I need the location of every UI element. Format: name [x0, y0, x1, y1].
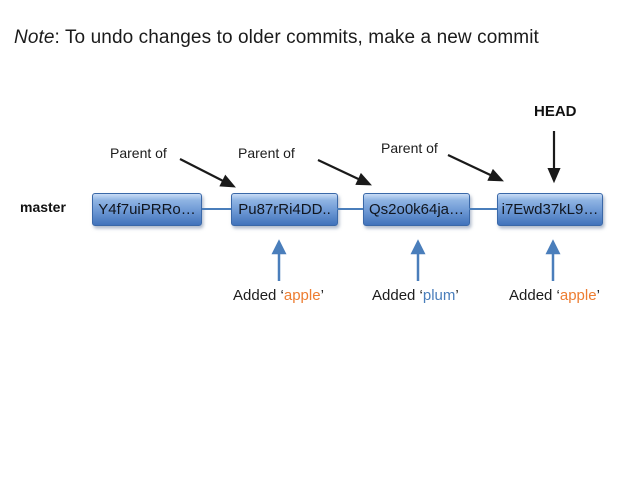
added-label-3-word: apple — [559, 287, 597, 304]
added-label-1-prefix: Added ‘ — [233, 287, 284, 304]
title-note-word: Note — [14, 27, 55, 48]
commit-hash-3: Qs2o0k64ja… — [368, 201, 465, 218]
head-label: HEAD — [534, 103, 577, 120]
added-label-2-word: plum — [422, 287, 456, 304]
branch-label-master: master — [20, 199, 66, 215]
parent-arrow-3 — [447, 154, 504, 182]
commit-hash-4: i7Ewd37kL9… — [501, 201, 599, 218]
added-label-2: Added ‘plum’ — [372, 287, 459, 304]
added-label-3-suffix: ’ — [596, 287, 600, 304]
added-label-1-suffix: ’ — [320, 287, 324, 304]
added-label-2-suffix: ’ — [455, 287, 459, 304]
commit-hash-1: Y4f7uiPRRo… — [98, 201, 196, 218]
parent-arrow-1 — [179, 158, 236, 188]
parent-of-label-1: Parent of — [110, 145, 167, 161]
commit-box-4: i7Ewd37kL9… — [497, 193, 603, 226]
title-rest: : To undo changes to older commits, make… — [54, 27, 539, 48]
added-label-1-word: apple — [283, 287, 321, 304]
added-label-2-prefix: Added ‘ — [372, 287, 423, 304]
parent-of-label-2: Parent of — [238, 145, 295, 161]
commit-box-2: Pu87rRi4DD.. — [231, 193, 338, 226]
added-label-1: Added ‘apple’ — [233, 287, 324, 304]
added-label-3: Added ‘apple’ — [509, 287, 600, 304]
parent-arrow-2 — [317, 159, 372, 186]
parent-of-label-3: Parent of — [381, 140, 438, 156]
commit-hash-2: Pu87rRi4DD.. — [238, 201, 331, 218]
commit-box-3: Qs2o0k64ja… — [363, 193, 470, 226]
added-label-3-prefix: Added ‘ — [509, 287, 560, 304]
slide-title: Note: To undo changes to older commits, … — [14, 27, 539, 49]
commit-box-1: Y4f7uiPRRo… — [92, 193, 202, 226]
